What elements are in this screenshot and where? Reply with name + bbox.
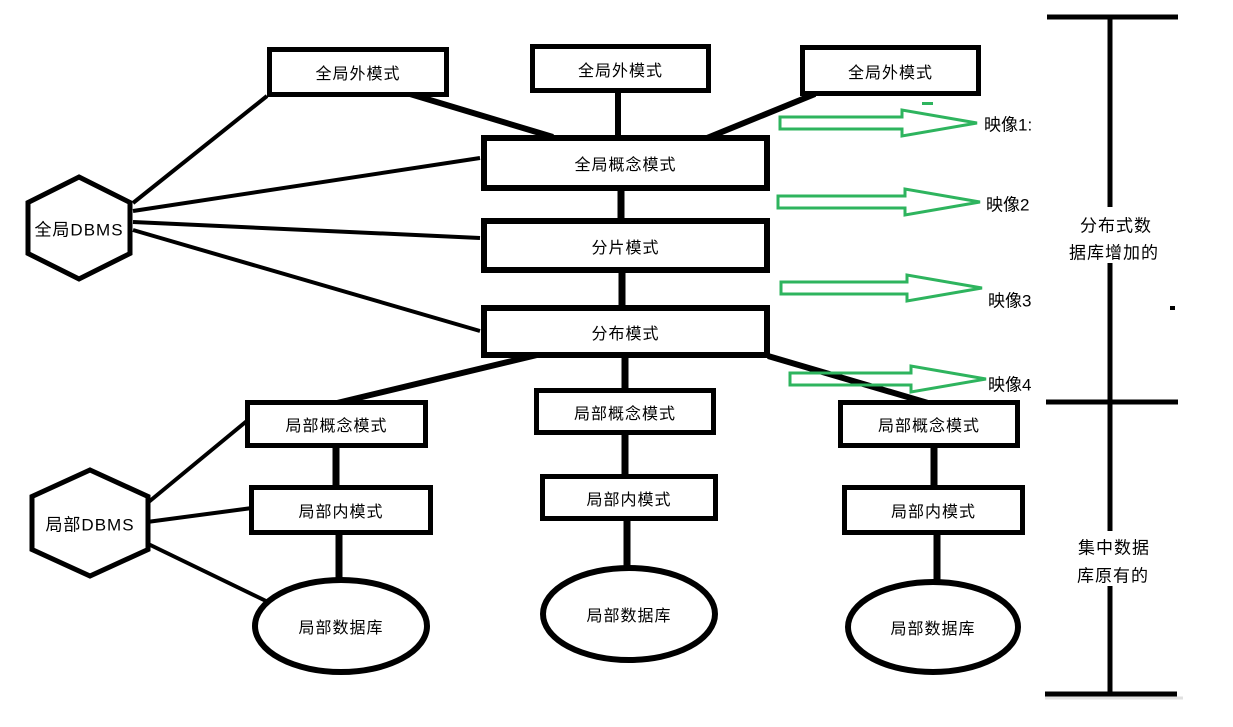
database-label-local-database-3: 局部数据库 xyxy=(890,621,976,638)
bracket-label: 分布式数 xyxy=(1080,216,1152,236)
connector-line xyxy=(131,94,269,205)
schema-box-label: 局部内模式 xyxy=(890,504,976,521)
bracket-label: 库原有的 xyxy=(1077,566,1149,586)
schema-box-global-conceptual-schema: 全局概念模式 xyxy=(481,135,770,191)
schema-box-label: 全局外模式 xyxy=(847,64,933,82)
connector-line xyxy=(132,220,481,240)
schema-box-local-internal-schema-2: 局部内模式 xyxy=(540,474,718,521)
schema-box-label: 全局外模式 xyxy=(315,66,401,83)
schema-box-global-external-schema-1: 全局外模式 xyxy=(267,47,449,97)
mapping-label: 映像3 xyxy=(988,291,1032,311)
dbms-label-local-dbms: 局部DBMS xyxy=(45,515,135,535)
connector-line xyxy=(132,228,481,333)
schema-box-local-conceptual-schema-1: 局部概念模式 xyxy=(245,400,428,448)
connector-line xyxy=(132,156,481,213)
dbms-hexagon-local-dbms xyxy=(29,467,151,579)
stray-green-dash xyxy=(922,102,933,105)
mapping-label: 映像2 xyxy=(986,195,1030,215)
schema-box-label: 分片模式 xyxy=(591,239,660,257)
schema-box-label: 局部概念模式 xyxy=(573,405,676,423)
dbms-hexagon-global-dbms xyxy=(25,174,133,282)
bracket-label: 据库增加的 xyxy=(1069,243,1159,263)
database-label-local-database-2: 局部数据库 xyxy=(586,608,672,625)
mapping-label: 映像4 xyxy=(988,375,1032,395)
connector-line xyxy=(767,353,929,406)
schema-box-global-external-schema-3: 全局外模式 xyxy=(800,45,981,96)
database-label-local-database-1: 局部数据库 xyxy=(298,620,384,637)
schema-box-fragmentation-schema: 分片模式 xyxy=(481,218,770,273)
schema-box-label: 全局外模式 xyxy=(577,62,663,80)
schema-box-label: 局部内模式 xyxy=(298,504,384,521)
database-ellipse-local-database-3 xyxy=(845,579,1021,675)
bracket-label: 集中数据 xyxy=(1078,538,1150,558)
mapping-arrow-icon xyxy=(788,364,987,394)
schema-box-label: 局部内模式 xyxy=(586,491,672,509)
dbms-label-global-dbms: 全局DBMS xyxy=(34,220,124,240)
connector-line xyxy=(146,506,253,524)
mapping-label: 映像1: xyxy=(984,115,1033,135)
schema-box-label: 局部概念模式 xyxy=(285,418,388,435)
database-ellipse-local-database-1 xyxy=(252,577,430,675)
mapping-arrow-icon xyxy=(776,187,981,217)
database-ellipse-local-database-2 xyxy=(540,565,718,663)
schema-box-local-internal-schema-1: 局部内模式 xyxy=(249,485,433,535)
connector-line xyxy=(336,352,538,406)
schema-box-label: 局部概念模式 xyxy=(877,418,980,435)
stray-dot xyxy=(1170,306,1175,310)
connector-line xyxy=(409,91,554,140)
connector-line xyxy=(705,91,817,141)
connector-line xyxy=(143,418,250,507)
schema-box-local-conceptual-schema-3: 局部概念模式 xyxy=(838,400,1020,448)
mapping-arrow-icon xyxy=(778,108,978,138)
schema-box-label: 全局概念模式 xyxy=(574,157,677,174)
schema-box-distribution-schema: 分布模式 xyxy=(481,305,770,358)
schema-box-local-internal-schema-3: 局部内模式 xyxy=(842,485,1025,535)
mapping-arrow-icon xyxy=(779,273,983,303)
connector-line xyxy=(139,538,267,603)
schema-box-label: 分布模式 xyxy=(591,325,660,343)
schema-box-global-external-schema-2: 全局外模式 xyxy=(530,44,711,93)
schema-box-local-conceptual-schema-2: 局部概念模式 xyxy=(534,388,716,435)
